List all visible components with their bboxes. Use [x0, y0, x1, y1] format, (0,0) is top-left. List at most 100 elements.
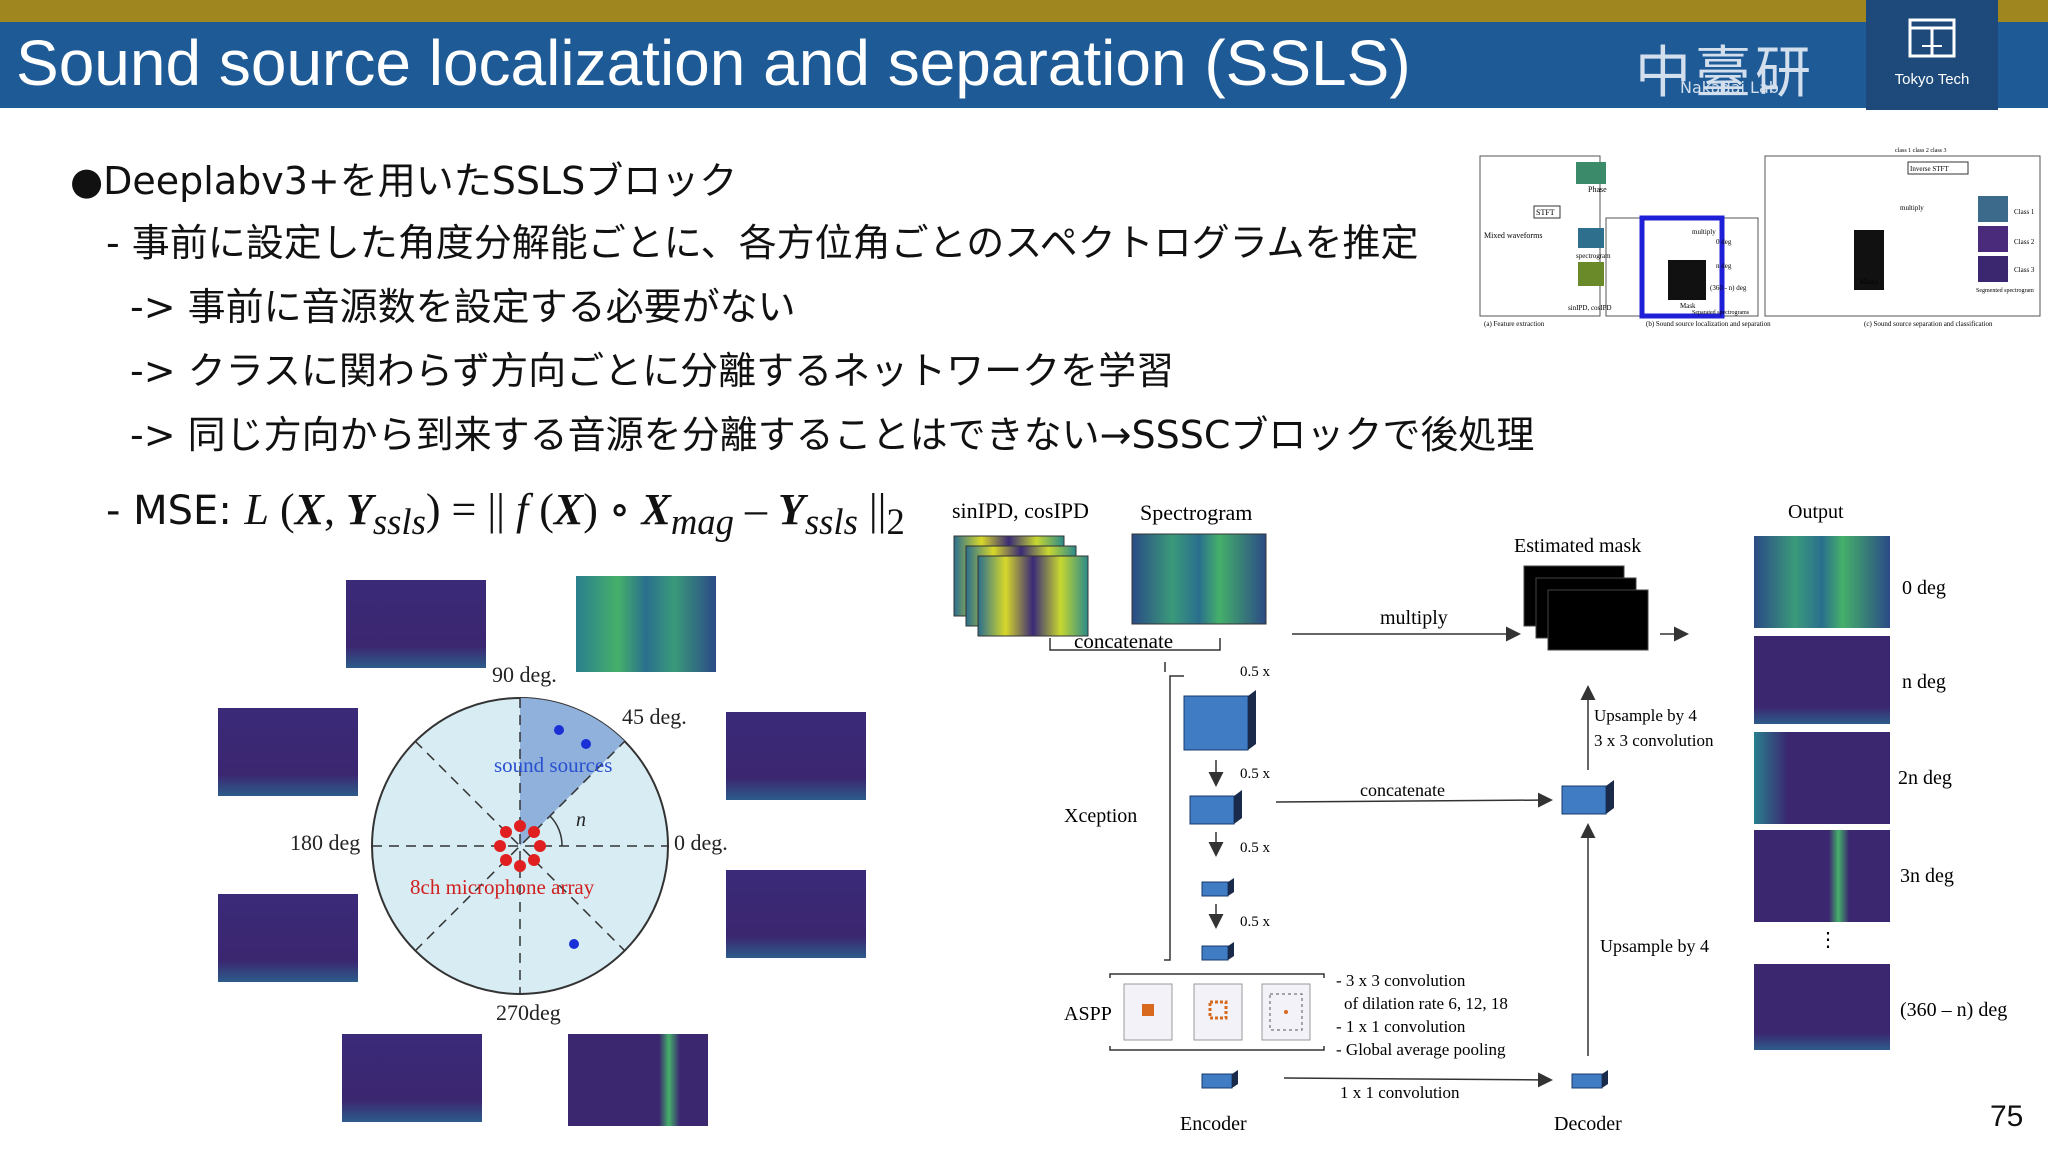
sound-source-dot — [569, 939, 579, 949]
ipd-stack-3 — [977, 555, 1089, 637]
encoder-block-1 — [1183, 690, 1256, 751]
deeplab-network-diagram: sinIPD, cosIPD Spectrogram concatenate X… — [952, 498, 2007, 1135]
concatenate-input-label: concatenate — [1074, 629, 1173, 653]
output-0deg-image — [1754, 536, 1890, 628]
xception-label: Xception — [1064, 805, 1137, 827]
mini-degn-label: n deg — [1716, 262, 1732, 270]
highlight-box — [1639, 215, 1725, 319]
conv1x1-label: 1 x 1 convolution — [1340, 1083, 1460, 1102]
mini-multiply-label: multiply — [1692, 228, 1716, 236]
upsample-top-label: Upsample by 4 — [1594, 706, 1697, 725]
mini-deg0-label: 0 deg — [1716, 238, 1732, 246]
mini-deg360-label: (360 - n) deg — [1710, 284, 1747, 292]
input-sincos-label: sinIPD, cosIPD — [952, 498, 1089, 523]
estimated-mask-label: Estimated mask — [1514, 535, 1641, 557]
label-270deg: 270deg — [496, 1000, 561, 1025]
slide-title: Sound source localization and separation… — [16, 27, 1411, 99]
encoder-output-block — [1201, 1070, 1238, 1089]
mini-class2-label: Class 2 — [2014, 238, 2035, 246]
mini-caption-c: (c) Sound source separation and classifi… — [1864, 320, 1993, 328]
decoder-label: Decoder — [1554, 1113, 1622, 1135]
label-n: n — [576, 809, 586, 831]
mini-phase-label: Phase — [1588, 185, 1607, 194]
output-ellipsis: ⋮ — [1818, 929, 1838, 951]
output-0deg-label: 0 deg — [1902, 577, 1946, 599]
label-45deg: 45 deg. — [622, 704, 687, 729]
output-last-image — [1754, 964, 1890, 1050]
top-accent-bar — [0, 0, 2048, 22]
spec-thumb-135 — [218, 708, 358, 796]
sound-source-dot — [554, 725, 564, 735]
concatenate-skip-label: concatenate — [1360, 780, 1445, 800]
conv3x3-label: 3 x 3 convolution — [1594, 731, 1714, 750]
aspp-note-3: - 1 x 1 convolution — [1336, 1017, 1466, 1036]
mini-sincos-label: sinIPD, cosIPD — [1568, 304, 1612, 312]
microphone-array — [494, 820, 546, 872]
spec-thumb-300 — [568, 1034, 708, 1126]
bullet-3: -> クラスに関わらず方向ごとに分離するネットワークを学習 — [130, 349, 1175, 393]
output-2ndeg-image — [1754, 732, 1890, 824]
label-180deg: 180 deg — [290, 830, 360, 855]
encoder-block-2 — [1189, 790, 1242, 825]
mini-separated-label: Separated spectrograms — [1692, 310, 1750, 316]
lab-logo-subtitle: Nakadai Lab. — [1680, 78, 1785, 97]
spec-thumb-270 — [342, 1034, 482, 1122]
mini-masks-label: Masks — [1860, 278, 1879, 286]
upsample-label: Upsample by 4 — [1600, 936, 1709, 956]
bullet-heading: ●Deeplabv3+を用いたSSLSブロック — [70, 159, 738, 203]
mini-class1-label: Class 1 — [2014, 208, 2035, 216]
mini-mask-label: Mask — [1680, 302, 1696, 310]
scale-label-2: 0.5 x — [1240, 766, 1271, 782]
decoder-input-block — [1571, 1070, 1608, 1089]
output-ndeg-label: n deg — [1902, 671, 1946, 693]
aspp-dilated-conv-icon — [1193, 983, 1243, 1041]
output-ndeg-image — [1754, 636, 1890, 724]
sound-source-dot — [581, 739, 591, 749]
label-90deg: 90 deg. — [492, 662, 557, 687]
mini-istft-label: Inverse STFT — [1910, 165, 1949, 173]
encoder-block-3 — [1201, 878, 1234, 897]
encoder-block-4 — [1201, 942, 1234, 961]
mini-mixed-label: Mixed waveforms — [1484, 231, 1542, 240]
encoder-label: Encoder — [1180, 1113, 1247, 1135]
output-label: Output — [1788, 501, 1844, 523]
mini-caption-b: (b) Sound source localization and separa… — [1646, 320, 1771, 328]
system-overview-diagram: Phase STFT Mixed waveforms spectrogram s… — [1470, 110, 2045, 340]
label-0deg: 0 deg. — [674, 830, 728, 855]
decoder-concat-block — [1561, 780, 1614, 815]
mini-segmented-label: Segmented spectrogram — [1976, 288, 2034, 294]
aspp-note-4: - Global average pooling — [1336, 1040, 1506, 1059]
input-spectrogram-image — [1131, 533, 1267, 625]
mini-stft-label: STFT — [1536, 208, 1555, 217]
source-sector — [520, 698, 625, 846]
lab-logo-text: 中臺研 — [1635, 41, 1815, 106]
bullet-2: -> 事前に音源数を設定する必要がない — [130, 285, 796, 329]
mini-spectrogram-label: spectrogram — [1576, 252, 1611, 260]
page-number: 75 — [1990, 1100, 2024, 1133]
scale-label-1: 0.5 x — [1240, 664, 1271, 680]
mse-prefix: - MSE: — [106, 488, 245, 534]
scale-label-4: 0.5 x — [1240, 914, 1271, 930]
spec-thumb-90 — [346, 580, 486, 668]
spec-thumb-225 — [218, 894, 358, 982]
spec-thumb-315 — [726, 870, 866, 958]
output-3ndeg-label: 3n deg — [1900, 865, 1954, 887]
output-2ndeg-label: 2n deg — [1898, 767, 1952, 789]
output-3ndeg-image — [1754, 830, 1890, 922]
output-last-label: (360 – n) deg — [1900, 999, 2007, 1021]
scale-label-3: 0.5 x — [1240, 840, 1271, 856]
tokyo-tech-emblem-icon — [1908, 18, 1956, 58]
input-spectrogram-label: Spectrogram — [1140, 500, 1252, 525]
localization-circle-diagram: 90 deg. 45 deg. 0 deg. 180 deg 270deg so… — [218, 576, 866, 1126]
bullet-4: -> 同じ方向から到来する音源を分離することはできない→SSSCブロックで後処理 — [130, 413, 1535, 457]
mask-layer-3 — [1547, 589, 1649, 651]
mini-multiply2-label: multiply — [1900, 204, 1924, 212]
mse-formula: - MSE: L (X, Yssls) = || f (X) ∘ Xmag – … — [106, 485, 905, 542]
label-sound-sources: sound sources — [494, 753, 612, 777]
multiply-label: multiply — [1380, 607, 1448, 629]
title-bar — [0, 22, 2048, 108]
tokyo-tech-label: Tokyo Tech — [1894, 71, 1970, 88]
mini-caption-a: (a) Feature extraction — [1484, 320, 1545, 328]
bullet-1: - 事前に設定した角度分解能ごとに、各方位角ごとのスペクトログラムを推定 — [106, 221, 1419, 265]
mini-classes-top-label: class 1 class 2 class 3 — [1895, 148, 1947, 154]
